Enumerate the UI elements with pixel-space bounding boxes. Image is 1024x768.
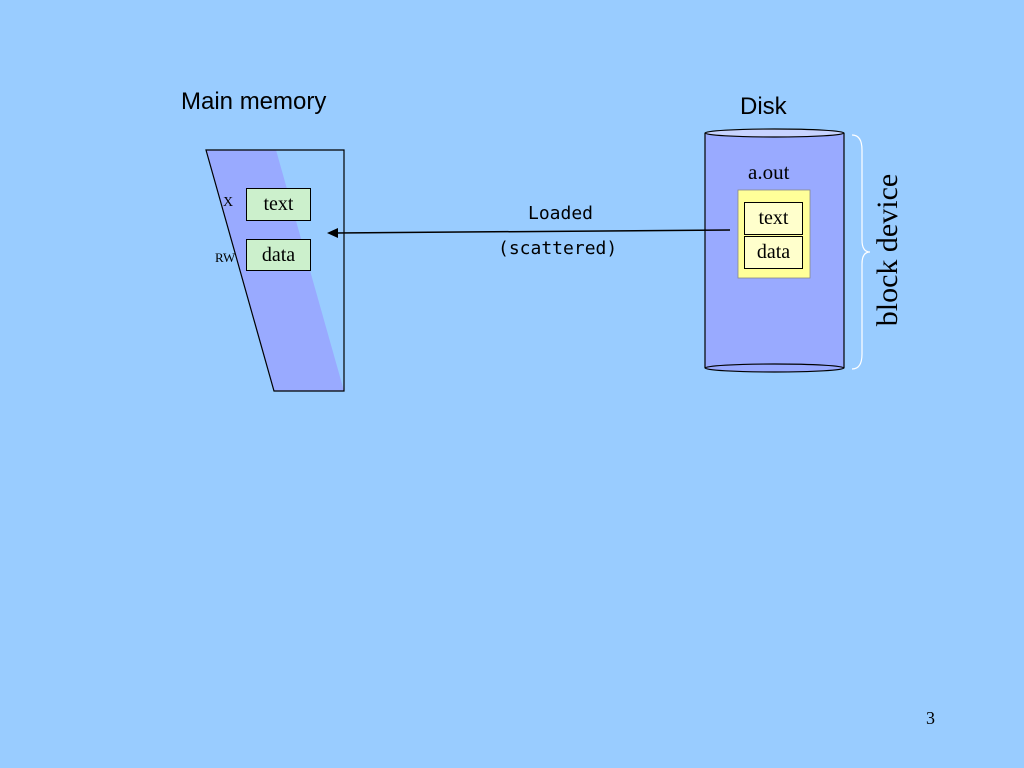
load-arrow xyxy=(327,228,731,238)
memory-data-segment: data xyxy=(246,239,311,271)
disk-text-segment: text xyxy=(744,202,803,235)
slide-number: 3 xyxy=(926,708,935,728)
main-memory-title: Main memory xyxy=(181,88,327,115)
block-device-label: block device xyxy=(871,173,904,327)
memory-text-segment: text xyxy=(246,188,311,221)
disk-data-segment: data xyxy=(744,236,803,269)
aout-filename: a.out xyxy=(748,160,790,184)
label-x: X xyxy=(223,195,234,210)
block-device-brace xyxy=(851,134,871,370)
disk-title: Disk xyxy=(740,93,787,120)
disk-cylinder xyxy=(704,128,845,373)
arrow-label-loaded: Loaded xyxy=(528,203,594,224)
label-rw: RW xyxy=(215,250,236,265)
arrow-label-scattered: (scattered) xyxy=(498,238,618,259)
